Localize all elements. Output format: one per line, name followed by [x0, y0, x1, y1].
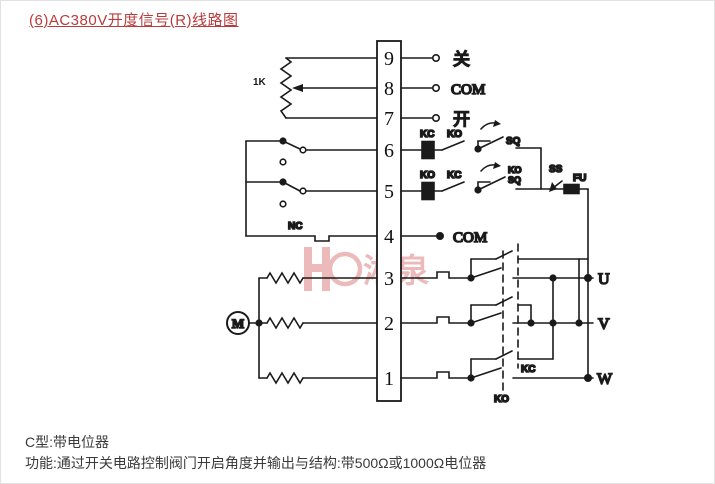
com-label-top: COM [451, 82, 485, 98]
row5-ko-label: KO [508, 165, 522, 175]
ss-arrowhead [549, 182, 557, 192]
open-terminal [431, 53, 440, 62]
junction-dot [279, 178, 287, 186]
watermark-emblem [304, 264, 330, 272]
terminal-number: 9 [384, 48, 394, 70]
open-terminal [431, 84, 440, 93]
fixed-contact [477, 140, 491, 150]
motor [226, 271, 378, 385]
terminal-number: 6 [384, 140, 394, 162]
control-row-6 [400, 120, 542, 190]
kc-contact-arm [495, 296, 513, 306]
com-terminal-dot [435, 232, 444, 241]
diagram-title-link[interactable]: (6)AC380V开度信号(R)线路图 [29, 12, 239, 29]
rotation-arrow [480, 164, 496, 172]
motor-label: M [232, 316, 244, 331]
arrowhead [493, 162, 501, 169]
terminal-number: 4 [384, 226, 394, 248]
arrowhead [493, 120, 501, 127]
kc-link-label: KC [521, 364, 535, 375]
contact-terminal [299, 187, 307, 195]
contactor-network [400, 243, 594, 392]
row5-sq-label: SQ [508, 175, 521, 185]
footer-type-text: C型:带电位器 [25, 434, 109, 450]
row6-coil-label: KC [420, 129, 434, 140]
open-label: 开 [453, 110, 470, 129]
junction-dot [575, 319, 583, 327]
terminal-block [376, 40, 402, 402]
contact-terminal [299, 146, 307, 154]
ss-label: SS [549, 164, 563, 175]
watermark-emblem [304, 247, 312, 291]
winding-resistor [266, 371, 304, 385]
potentiometer [279, 57, 378, 119]
fu-label: FU [573, 173, 586, 184]
kc-contact-arm [495, 250, 513, 260]
rotation-arrow [480, 122, 496, 130]
junction-dot [279, 137, 287, 145]
watermark-emblem [322, 247, 330, 291]
wire-jump [400, 271, 469, 279]
terminal-number: 2 [384, 313, 394, 335]
terminal-number: 8 [384, 78, 394, 100]
potentiometer-resistor [279, 57, 293, 119]
terminal-number: 1 [384, 368, 394, 390]
phase-u-label: U [598, 271, 610, 288]
kc-contact-arm [495, 350, 513, 360]
cam-switches [245, 137, 378, 242]
row6-contact-label: KO [447, 129, 462, 140]
wire-jump [400, 371, 469, 379]
ko-contact-arm [470, 367, 502, 379]
wire-jump [400, 316, 469, 324]
terminal-number: 3 [384, 268, 394, 290]
close-label: 关 [453, 50, 470, 69]
terminal-number: 7 [384, 108, 394, 130]
wire-jump [245, 235, 378, 242]
phase-v-label: V [598, 316, 610, 333]
contact-arm [441, 181, 465, 192]
contact-arm [441, 140, 465, 151]
wiper-arrow [292, 84, 303, 92]
watermark-emblem [327, 251, 363, 287]
ko-contact-arm [470, 312, 502, 324]
ko-coil [421, 181, 435, 201]
row6-sq-label: SQ [506, 136, 521, 147]
fuse [563, 183, 580, 195]
signal-terminals [400, 53, 440, 123]
row5-contact-label: KC [447, 170, 461, 181]
ko-link-label: KO [494, 394, 509, 405]
switch-arm [477, 136, 504, 150]
junction-dot [583, 373, 592, 382]
terminal-number: 5 [384, 181, 394, 203]
terminal-numbers: 9 8 7 6 5 4 3 2 1 [384, 48, 394, 390]
switch-arm [477, 176, 506, 191]
junction-dot [583, 273, 592, 282]
open-terminal [431, 114, 440, 123]
nc-label: NC [288, 221, 302, 232]
pot-label: 1K [253, 77, 267, 88]
control-row-5 [400, 162, 589, 379]
com-label-mid: COM [453, 230, 487, 246]
kc-coil [421, 140, 435, 160]
contact-terminal [279, 158, 287, 166]
contact-terminal [279, 200, 287, 208]
row5-coil-label: KO [420, 170, 435, 181]
fixed-contact [477, 181, 491, 191]
winding-resistor [266, 271, 304, 285]
watermark-logo: 湘泉 [304, 247, 429, 291]
footer-function-text: 功能:通过开关电路控制阀门开启角度并输出与结构:带500Ω或1000Ω电位器 [25, 455, 487, 471]
phase-w-label: W [597, 371, 613, 388]
winding-resistor [266, 316, 304, 330]
ko-contact-arm [470, 267, 502, 279]
